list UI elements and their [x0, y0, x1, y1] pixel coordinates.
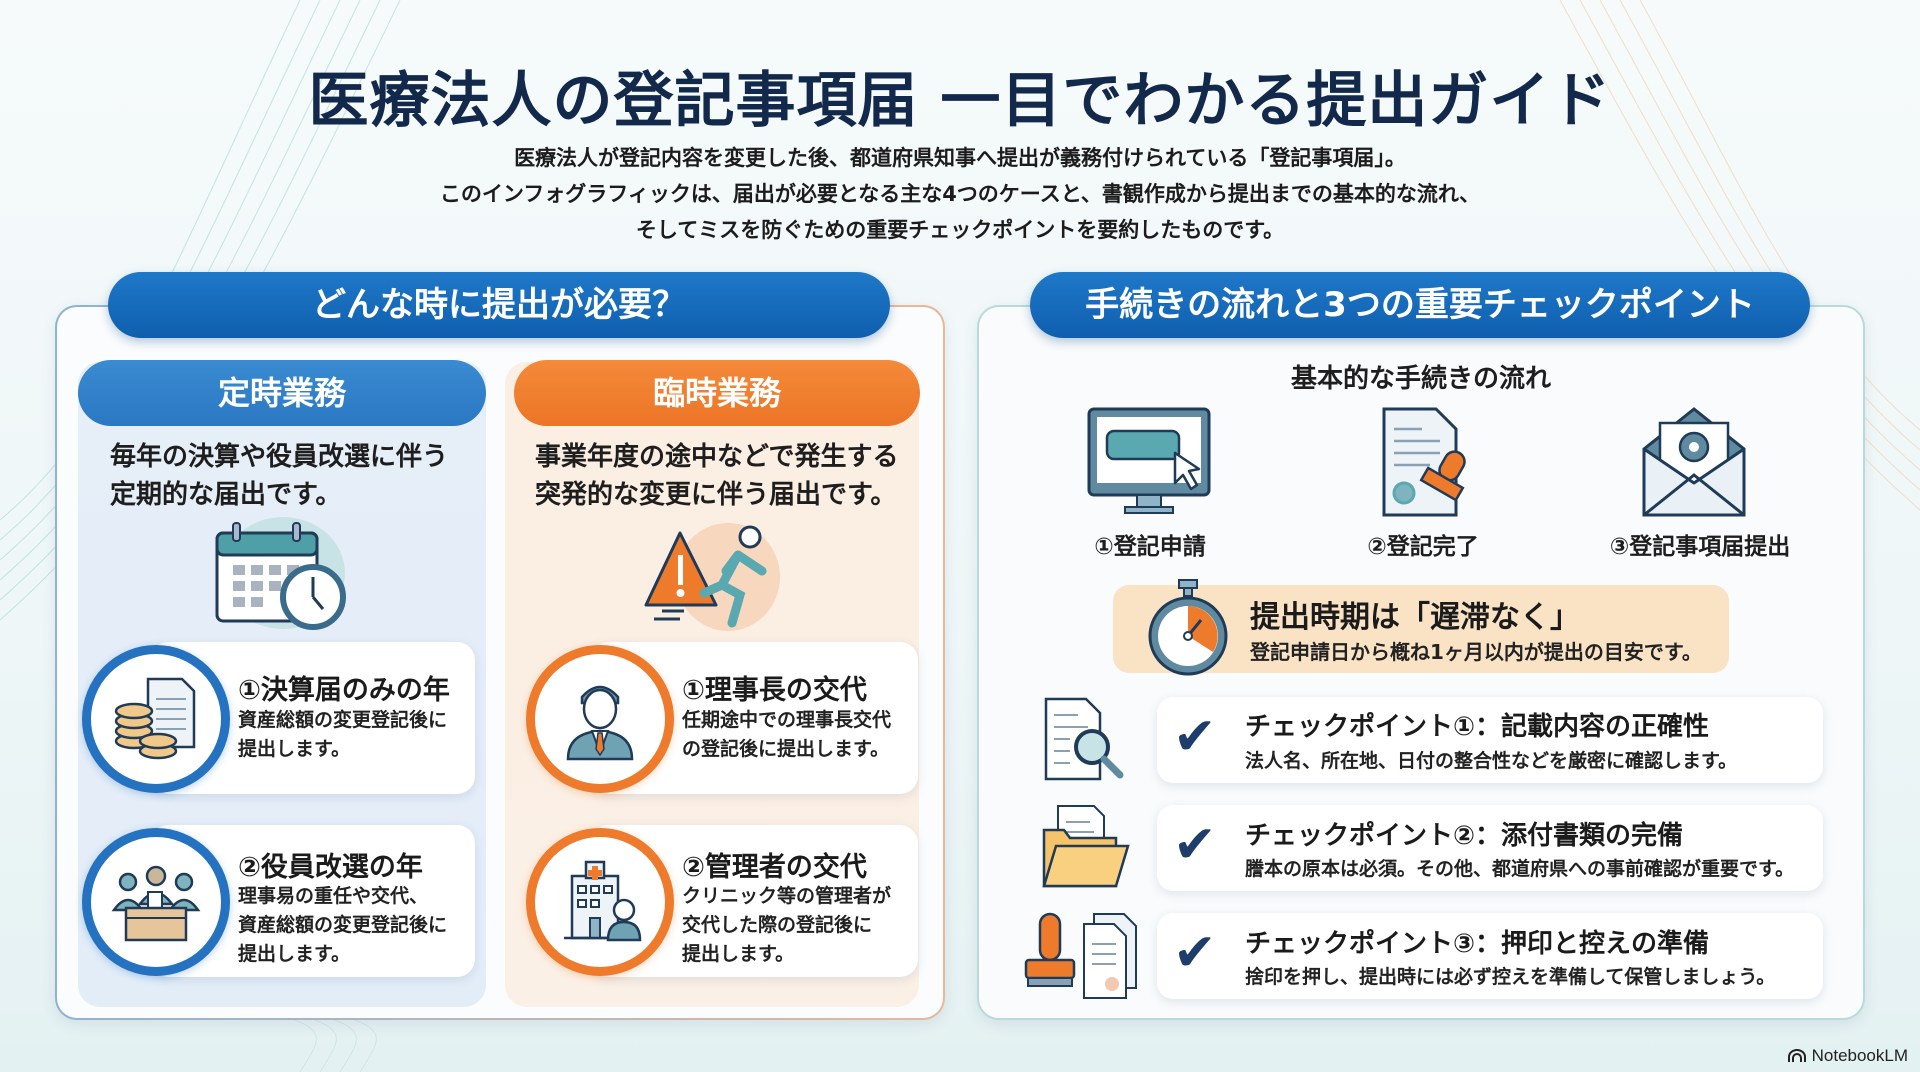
regular-duty-label: 定時業務 [78, 360, 486, 426]
checkmark-icon: ✔ [1173, 923, 1217, 983]
case-icon-ring [82, 828, 230, 976]
deadline-description: 登記申請日から槪ね1ヶ月以内が提出の目安です。 [1250, 640, 1702, 664]
case-description: 任期途中での理事長交代 の登記後に提出します。 [682, 706, 891, 764]
irregular-duty-description: 事業年度の途中などで発生する 突発的な変更に伴う届出です。 [535, 438, 915, 514]
checkpoint-card-2 [1157, 805, 1823, 891]
computer-monitor-icon [1087, 407, 1211, 514]
deadline-title: 提出時期は「遅滞なく」 [1250, 600, 1580, 635]
description-line: 理事易の重任や交代、 [238, 885, 429, 907]
description-line: 資産総額の変更登記後に [238, 914, 448, 936]
checkpoint-title: チェックポイント②：添付書類の完備 [1245, 821, 1684, 851]
description-line: 突発的な変更に伴う届出です。 [535, 480, 897, 510]
checkpoint-card-3 [1157, 913, 1823, 999]
checkpoint-title: チェックポイント①：記載内容の正確性 [1245, 712, 1710, 742]
description-line: 資産総額の変更登記後に [238, 709, 448, 731]
coins-document-icon [114, 677, 196, 760]
when-required-header: どんな時に提出が必要？ [108, 272, 890, 338]
intro-text: 医療法人が登記内容を変更した後、都道府県知事へ提出が義務付けられている「登記事項… [0, 140, 1920, 248]
description-line: 事業年度の途中などで発生する [535, 442, 899, 472]
folder-documents-icon [1042, 805, 1130, 888]
checkpoint-description: 謄本の原本は必須。その他、都道府県への事前確認が重要です。 [1245, 858, 1795, 880]
description-line: 提出します。 [238, 738, 351, 760]
envelope-gear-icon [1642, 407, 1746, 517]
case-title: ②役員改選の年 [238, 852, 423, 883]
page-title: 医療法人の登記事項届 一目でわかる提出ガイド [308, 66, 1612, 136]
hospital-staff-icon [564, 860, 642, 942]
case-icon-ring [526, 828, 674, 976]
step-label: ②登記完了 [1367, 534, 1479, 560]
description-line: クリニック等の管理者が [682, 885, 892, 907]
procedure-header: 手続きの流れと3つの重要チェックポイント [1030, 272, 1810, 338]
irregular-duty-label: 臨時業務 [514, 360, 920, 426]
description-line: 任期途中での理事長交代 [682, 709, 892, 731]
checkmark-icon: ✔ [1173, 707, 1217, 767]
case-description: 資産総額の変更登記後に 提出します。 [238, 706, 447, 764]
calendar-clock-icon [215, 517, 346, 630]
notebooklm-logo: NotebookLM [1787, 1046, 1908, 1066]
case-title: ①理事長の交代 [682, 675, 867, 706]
intro-line: そしてミスを防ぐための重要チェックポイントを要約したものです。 [635, 218, 1285, 242]
case-description: 理事易の重任や交代、 資産総額の変更登記後に 提出します。 [238, 882, 447, 969]
checkmark-icon: ✔ [1173, 815, 1217, 875]
checkpoint-card-1 [1157, 697, 1823, 783]
case-title: ②管理者の交代 [682, 852, 867, 883]
description-line: 毎年の決算や役員改選に伴う [110, 442, 449, 472]
description-line: 定期的な届出です。 [110, 480, 342, 510]
description-line: の登記後に提出します。 [682, 738, 890, 760]
flow-title: 基本的な手続きの流れ [1290, 364, 1551, 394]
intro-line: このインフォグラフィックは、届出が必要となる主な4つのケースと、書観作成から提出… [439, 182, 1481, 206]
document-stamp-icon [1382, 407, 1466, 517]
warning-running-person-icon [644, 523, 780, 631]
case-icon-ring [526, 645, 674, 793]
step-label: ③登記事項届提出 [1609, 534, 1791, 560]
step-label: ①登記申請 [1094, 534, 1206, 560]
description-line: 提出します。 [682, 943, 795, 965]
case-title: ①決算届のみの年 [238, 675, 450, 706]
description-line: 交代した際の登記後に [682, 914, 873, 936]
intro-line: 医療法人が登記内容を変更した後、都道府県知事へ提出が義務付けられている「登記事項… [514, 146, 1406, 170]
regular-duty-description: 毎年の決算や役員改選に伴う 定期的な届出です。 [110, 438, 480, 514]
stamp-documents-icon [1024, 912, 1137, 999]
stopwatch-icon [1148, 579, 1228, 676]
checkpoint-description: 捨印を押し、提出時には必ず控えを準備して保管しましょう。 [1245, 966, 1776, 988]
businessman-icon [566, 685, 634, 761]
logo-text: NotebookLM [1811, 1046, 1908, 1065]
checkpoint-title: チェックポイント③：押印と控えの準備 [1245, 929, 1710, 959]
document-magnifier-icon [1044, 697, 1124, 781]
case-description: クリニック等の管理者が 交代した際の登記後に 提出します。 [682, 882, 891, 969]
case-icon-ring [82, 645, 230, 793]
checkpoint-description: 法人名、所在地、日付の整合性などを厳密に確認します。 [1245, 750, 1738, 772]
ballot-box-people-icon [111, 865, 201, 942]
notebooklm-logo-icon [1787, 1049, 1806, 1062]
description-line: 提出します。 [238, 943, 351, 965]
